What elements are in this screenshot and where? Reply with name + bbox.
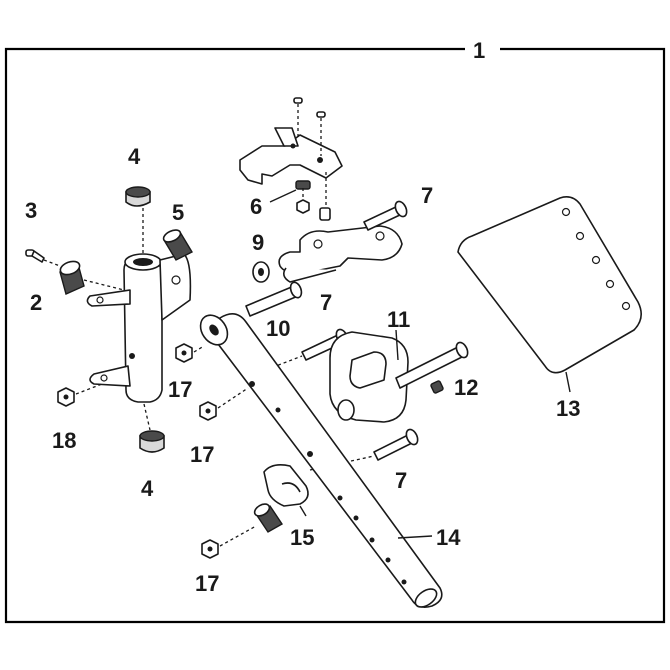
- callout-4-top: 4: [128, 144, 141, 169]
- callout-13: 13: [556, 396, 580, 421]
- part-17-nut-c: [201, 525, 257, 559]
- callout-7-top: 7: [421, 183, 433, 208]
- callout-18: 18: [52, 428, 76, 453]
- diagram-frame: [4, 47, 666, 624]
- leader-11: [395, 329, 399, 361]
- swing-hook-bracket: [278, 225, 403, 283]
- callout-6: 6: [250, 194, 262, 219]
- part-2-spacer: [59, 260, 125, 295]
- callout-15: 15: [290, 525, 314, 550]
- part-18-nut: [57, 383, 103, 407]
- part-9-spacer: [252, 261, 270, 283]
- part-17-nut-a: [175, 343, 205, 363]
- part-17-nut-b: [199, 387, 249, 421]
- callout-17-a: 17: [168, 377, 192, 402]
- part-4-cap-bottom: [139, 403, 165, 453]
- part-5-bushing: [162, 229, 193, 261]
- callout-2: 2: [30, 290, 42, 315]
- part-13-foot-plate: [457, 196, 642, 374]
- part-6-bolt-nut: [295, 172, 331, 221]
- leader-13: [565, 371, 571, 393]
- main-post: [86, 253, 192, 403]
- callout-17-c: 17: [195, 571, 219, 596]
- leader-14: [397, 535, 433, 539]
- leader-15: [299, 505, 307, 517]
- callout-10: 10: [266, 316, 290, 341]
- part-7-pin-top: [363, 200, 408, 231]
- callout-4-bottom: 4: [141, 476, 154, 501]
- callout-11: 11: [387, 307, 410, 332]
- callout-14: 14: [436, 525, 461, 550]
- part-15-clamp-pieces: [253, 464, 309, 533]
- top-bracket: [239, 127, 343, 185]
- part-3-screw: [25, 249, 61, 267]
- callout-7-mid: 7: [320, 290, 332, 315]
- bracket-screws: [293, 97, 326, 156]
- part-11-clamp: [329, 331, 469, 423]
- callout-3: 3: [25, 198, 37, 223]
- part-4-cap-top: [125, 186, 151, 254]
- callout-12: 12: [454, 375, 478, 400]
- callout-7-bottom: 7: [395, 468, 407, 493]
- callout-9: 9: [252, 230, 264, 255]
- callout-1: 1: [473, 38, 485, 63]
- part-7-pin-bottom: [373, 428, 419, 461]
- part-10-pin: [245, 281, 303, 317]
- part-14-tube: [199, 313, 443, 608]
- part-12-screw: [430, 380, 444, 394]
- leader-6: [269, 189, 297, 203]
- callout-17-b: 17: [190, 442, 214, 467]
- callout-5: 5: [172, 200, 184, 225]
